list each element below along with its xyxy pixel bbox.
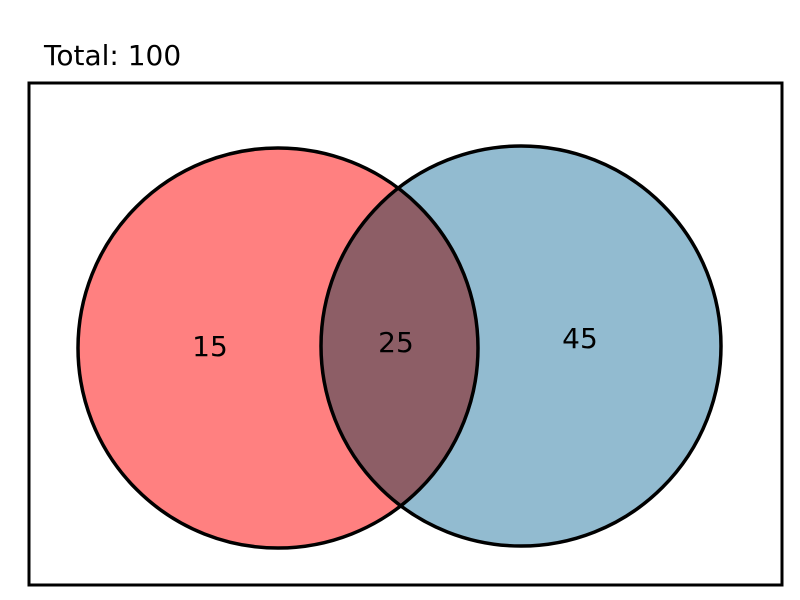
overlap-value: 25 xyxy=(378,326,414,359)
left-only-value: 15 xyxy=(192,330,228,363)
right-set-outline xyxy=(319,144,723,548)
left-set-outline xyxy=(76,146,480,550)
total-label: Total: 100 xyxy=(44,39,182,72)
right-only-value: 45 xyxy=(562,322,598,355)
overlap-region xyxy=(321,148,478,546)
